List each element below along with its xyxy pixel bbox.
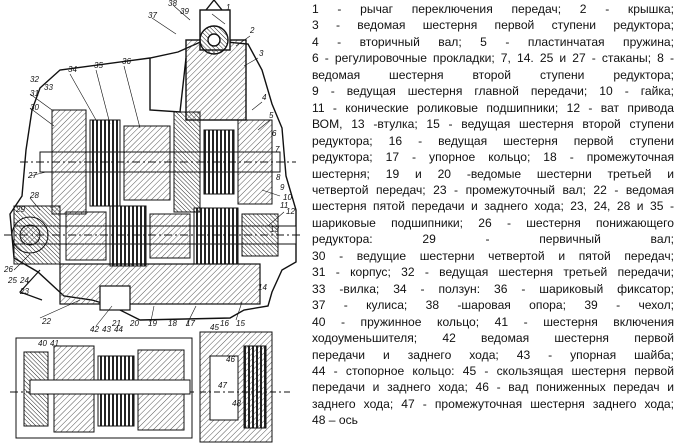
callout-46: 46 [226, 355, 235, 364]
callout-40: 40 [38, 339, 47, 348]
legend-line: 48 – ось [312, 413, 358, 428]
callout-11: 11 [280, 201, 288, 210]
callout-18: 18 [168, 319, 177, 328]
legend-line: передачи и заднего хода; 43 - упорная ша… [312, 347, 674, 362]
parts-legend: 1 - рычаг переключения передач; 2 - крыш… [312, 1, 674, 429]
callout-6: 6 [272, 129, 277, 138]
legend-line: 31 - корпус; 32 - ведущая шестерня треть… [312, 265, 674, 280]
legend-line: 1 - рычаг переключения передач; 2 - крыш… [312, 2, 674, 16]
callout-37: 37 [148, 11, 157, 20]
callout-2: 2 [249, 26, 255, 35]
housing [9, 0, 297, 321]
callout-45: 45 [210, 323, 219, 332]
legend-line: 3 - ведомая шестерня первой ступени реду… [312, 18, 674, 33]
callout-12: 12 [286, 207, 295, 216]
legend-line: четвертой передач; 23 - промежуточный ва… [312, 182, 674, 197]
legend-line: редуктора: 29 - первичный вал; [312, 232, 674, 247]
lower-housing [18, 263, 261, 311]
callout-8: 8 [276, 173, 281, 182]
legend-line: редуктора; 17 - упорное кольцо; 18 - про… [312, 150, 674, 165]
callout-17: 17 [186, 319, 195, 328]
legend-line: 11 - конические роликовые подшипники; 12… [312, 100, 674, 115]
callout-13: 13 [270, 225, 279, 234]
callout-21: 21 [111, 319, 121, 328]
callout-38: 38 [168, 0, 177, 8]
legend-line: шестерня пятой передачи и заднего хода; … [312, 199, 674, 214]
callout-25: 25 [7, 276, 17, 285]
callout-48: 48 [232, 399, 241, 408]
callout-3: 3 [259, 49, 264, 58]
callout-23: 23 [19, 287, 29, 296]
callout-19: 19 [148, 319, 157, 328]
legend-line: шариковые подшипники; 26 - шестерня пони… [312, 215, 674, 230]
legend-line: ходоуменьшителя; 42 ведомая шестерня пер… [312, 331, 674, 346]
legend-line: передачи и заднего хода; 46 - вад пониже… [312, 380, 674, 395]
callout-43: 43 [102, 325, 111, 334]
callout-42: 42 [90, 325, 99, 334]
callout-33: 33 [44, 83, 53, 92]
legend-line: 44 - стопорное кольцо: 45 - скользящая ш… [312, 363, 674, 378]
secondary-shaft [20, 109, 296, 215]
callout-5: 5 [269, 111, 274, 120]
callout-22: 22 [41, 317, 51, 326]
legend-line: шестерня; 19 и 20 -ведомые шестерни трет… [312, 166, 674, 181]
callout-44: 44 [114, 325, 123, 334]
primary-shaft [4, 205, 300, 267]
callout-32: 32 [30, 75, 39, 84]
callout-34: 34 [68, 65, 77, 74]
callout-30: 30 [30, 103, 39, 112]
callout-10: 10 [283, 193, 292, 202]
legend-line: 30 - ведущие шестерни четвертой и пятой … [312, 248, 674, 263]
callout-26: 26 [3, 265, 13, 274]
detail-view-reducer [10, 337, 196, 439]
callout-16: 16 [220, 319, 229, 328]
callout-24: 24 [19, 276, 29, 285]
legend-line: ведомая шестерня второй ступени редуктор… [312, 67, 674, 82]
gearbox-drawing: 1 2 3 4 5 6 7 8 9 10 11 12 13 14 15 16 1… [3, 0, 300, 443]
legend-line: ВОМ, 13 -втулка; 15 - ведущая шестерня в… [312, 117, 674, 132]
legend-line: 40 - пружинное кольцо; 41 - шестерня вкл… [312, 314, 674, 329]
legend-line: 37 - кулиса; 38 -шаровая опора; 39 - чех… [312, 298, 674, 313]
callout-31: 31 [30, 89, 39, 98]
callout-14: 14 [258, 283, 267, 292]
callout-15: 15 [236, 319, 245, 328]
callout-39: 39 [180, 7, 189, 16]
callout-35: 35 [94, 61, 103, 70]
callout-41: 41 [50, 339, 59, 348]
legend-line: заднего хода; 47 - промежуточная шестерн… [312, 396, 674, 411]
callout-28: 28 [29, 191, 39, 200]
callout-labels: 1 2 3 4 5 6 7 8 9 10 11 12 13 14 15 16 1… [3, 0, 295, 408]
legend-line: редуктора; 16 - ведущая шестерня первой … [312, 133, 674, 148]
callout-1: 1 [226, 3, 230, 12]
callout-47: 47 [218, 381, 227, 390]
legend-line: 4 - вторичный вал; 5 - пластинчатая пруж… [312, 34, 674, 49]
callout-4: 4 [262, 93, 267, 102]
callout-29: 29 [15, 205, 25, 214]
callout-20: 20 [129, 319, 139, 328]
legend-line: 9 - ведущая шестерня главной передачи; 1… [312, 84, 674, 99]
callout-7: 7 [275, 145, 280, 154]
detail-view-reverse [199, 331, 290, 443]
legend-line: 6 - регулировочные прокладки; 7, 14. 25 … [312, 51, 674, 66]
callout-36: 36 [122, 57, 131, 66]
legend-line: 33 -вилка; 34 - ползун: 36 - шариковый ф… [312, 281, 674, 296]
callout-9: 9 [280, 183, 285, 192]
callout-27: 27 [27, 171, 37, 180]
